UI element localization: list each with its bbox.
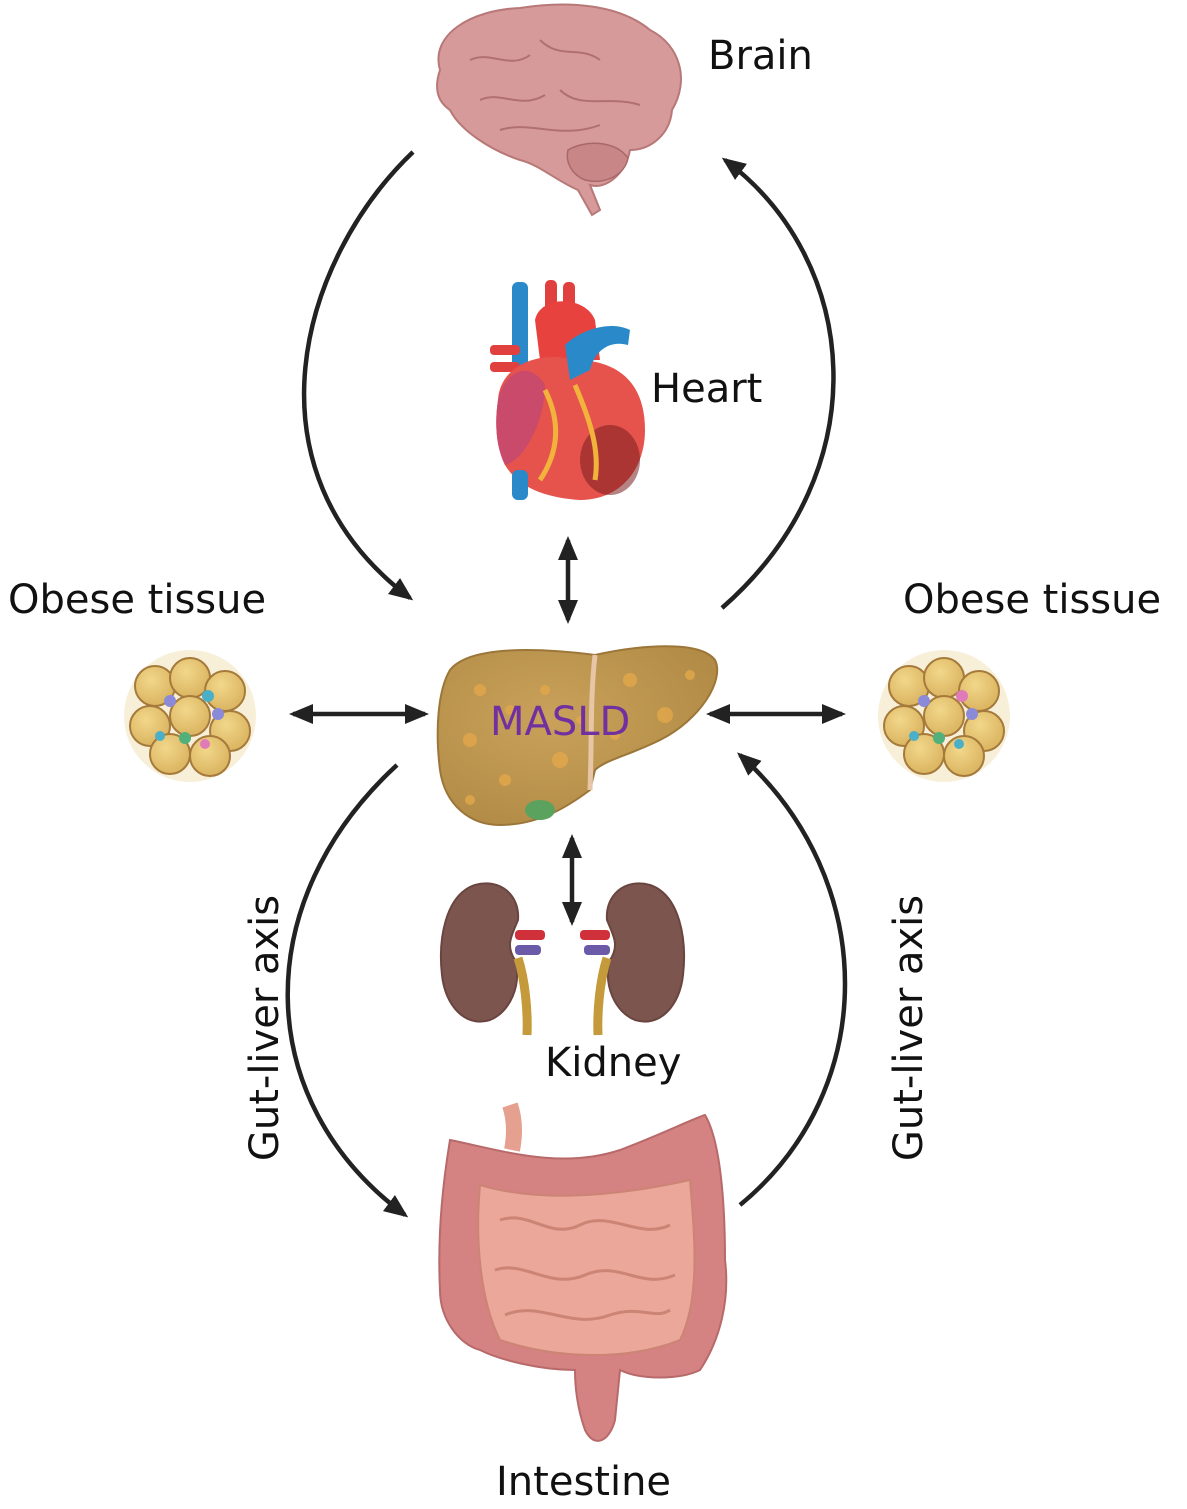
heart-illustration: [490, 280, 645, 500]
kidney-label: Kidney: [545, 1040, 682, 1086]
arrow-liver-to-brain: [720, 157, 836, 610]
intestine-illustration: [438, 1102, 728, 1442]
obese-tissue-left-illustration: [124, 650, 256, 782]
kidney-illustration: [439, 882, 686, 1036]
heart-label: Heart: [651, 366, 763, 412]
gut-liver-axis-left-label: Gut-liver axis: [242, 894, 289, 1162]
arrows: [285, 150, 848, 1218]
masld-label: MASLD: [490, 699, 631, 745]
arrow-intestine-to-liver: [737, 752, 848, 1207]
brain-illustration: [436, 3, 682, 217]
obese-tissue-right-illustration: [878, 650, 1010, 782]
arrow-liver-to-intestine: [285, 763, 409, 1218]
arrow-brain-to-liver: [301, 150, 415, 601]
obese-tissue-right-label: Obese tissue: [903, 577, 1162, 623]
liver-illustration: [436, 645, 719, 827]
gut-liver-axis-right-label: Gut-liver axis: [886, 894, 933, 1162]
intestine-label: Intestine: [496, 1459, 672, 1505]
obese-tissue-left-label: Obese tissue: [8, 577, 267, 623]
brain-label: Brain: [708, 33, 813, 79]
